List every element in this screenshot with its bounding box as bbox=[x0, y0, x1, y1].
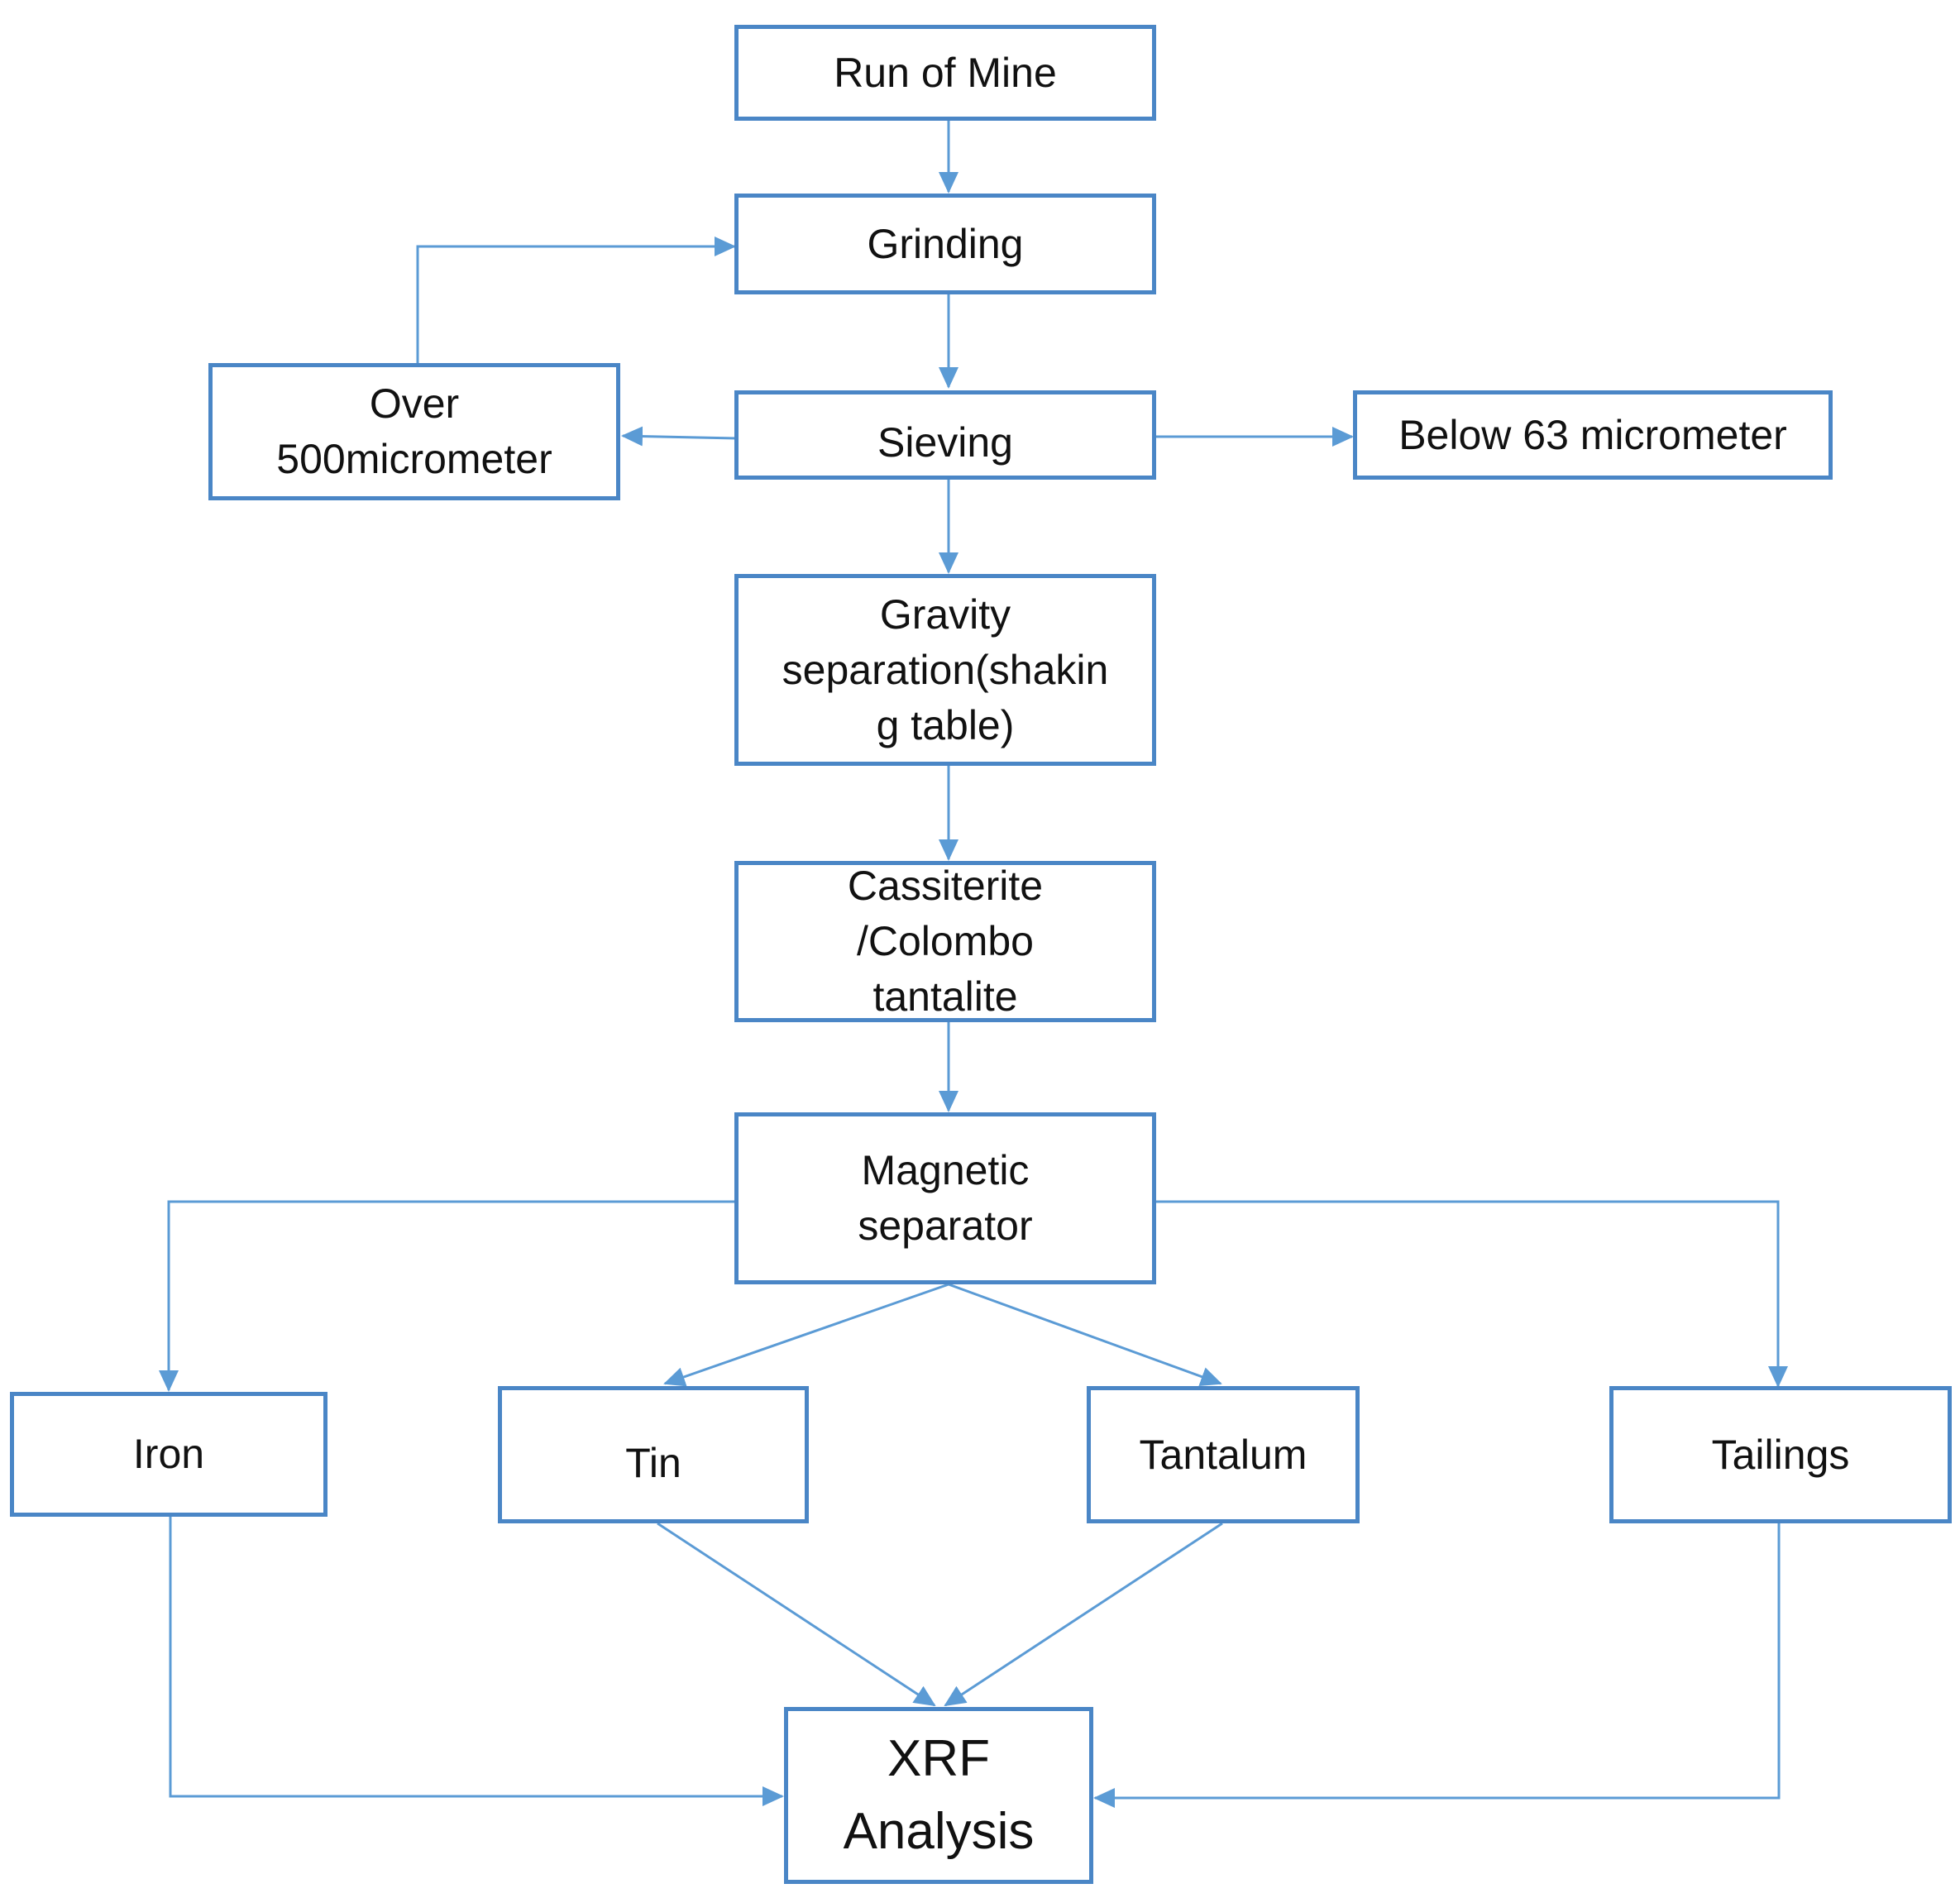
tailings-box: Tailings bbox=[1609, 1386, 1952, 1523]
edge-magnetic-to-tailings bbox=[1156, 1200, 1788, 1388]
edge-tailings-to-xrf bbox=[1093, 1523, 1781, 1808]
sieving-label: Sieving bbox=[877, 418, 1013, 466]
tin-label: Tin bbox=[625, 1439, 681, 1486]
below-63-box: Below 63 micrometer bbox=[1353, 390, 1833, 480]
edge-tin-to-xrf bbox=[657, 1522, 936, 1707]
tantalum-label: Tantalum bbox=[1139, 1431, 1307, 1478]
tailings-label: Tailings bbox=[1711, 1431, 1850, 1478]
xrf-analysis-box: XRF Analysis bbox=[784, 1707, 1093, 1884]
cassiterite-box: Cassiterite /Colombo tantalite bbox=[734, 861, 1156, 1022]
edge-tantalum-to-xrf bbox=[944, 1522, 1223, 1707]
over-500-label: Over 500micrometer bbox=[276, 380, 552, 482]
gravity-separation-box: Gravity separation(shakin g table) bbox=[734, 574, 1156, 766]
magnetic-separator-box: Magnetic separator bbox=[734, 1112, 1156, 1284]
edge-sieving-to-over-500 bbox=[621, 426, 737, 447]
xrf-analysis-label: XRF Analysis bbox=[843, 1730, 1035, 1860]
below-63-label: Below 63 micrometer bbox=[1398, 411, 1787, 458]
grinding-label: Grinding bbox=[867, 220, 1024, 267]
sieving-box: Sieving bbox=[734, 390, 1156, 480]
edge-magnetic-to-iron bbox=[159, 1200, 734, 1392]
grinding-box: Grinding bbox=[734, 194, 1156, 294]
edge-over-500-to-grinding bbox=[416, 237, 736, 363]
tantalum-box: Tantalum bbox=[1087, 1386, 1360, 1523]
run-of-mine-box: Run of Mine bbox=[734, 25, 1156, 121]
over-500-box: Over 500micrometer bbox=[208, 363, 620, 500]
tin-box: Tin bbox=[498, 1386, 809, 1523]
cassiterite-label: Cassiterite /Colombo tantalite bbox=[847, 863, 1044, 1020]
iron-box: Iron bbox=[10, 1392, 327, 1517]
run-of-mine-label: Run of Mine bbox=[834, 49, 1057, 96]
edge-iron-to-xrf bbox=[169, 1517, 784, 1806]
iron-label: Iron bbox=[132, 1431, 205, 1477]
edge-magnetic-to-tin bbox=[663, 1283, 949, 1387]
magnetic-separator-label: Magnetic separator bbox=[858, 1147, 1033, 1249]
gravity-separation-label: Gravity separation(shakin g table) bbox=[782, 590, 1109, 748]
edge-magnetic-to-tantalum bbox=[948, 1283, 1222, 1387]
